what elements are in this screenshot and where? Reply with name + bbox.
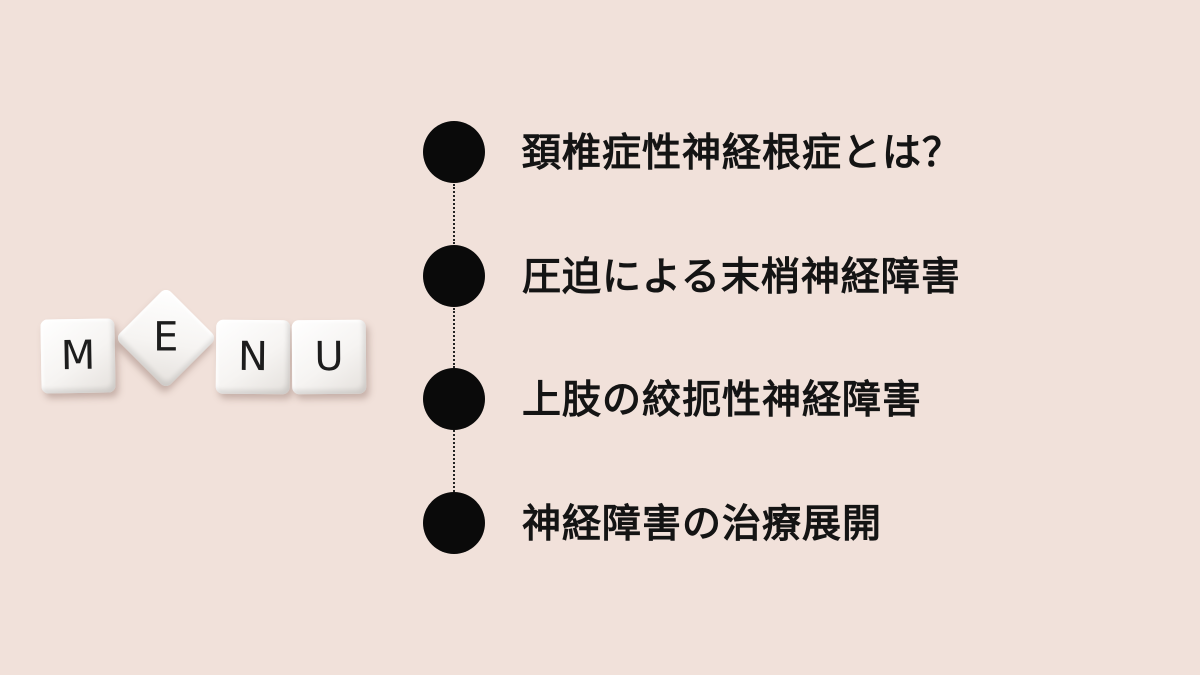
tile-letter: M <box>60 332 96 380</box>
timeline-dot <box>423 368 485 430</box>
timeline-dot <box>423 121 485 183</box>
tile-letter: N <box>237 333 269 381</box>
menu-tile-n: N <box>215 319 291 395</box>
menu-item-entrapment-neuropathy[interactable]: 上肢の絞扼性神経障害 <box>522 378 923 423</box>
menu-item-treatment[interactable]: 神経障害の治療展開 <box>522 502 883 547</box>
timeline-connector <box>453 184 455 244</box>
timeline-dot <box>423 492 485 554</box>
menu-item-compression-neuropathy[interactable]: 圧迫による末梢神経障害 <box>522 255 961 300</box>
menu-tile-e: E <box>115 287 217 389</box>
menu-item-cervical-radiculopathy[interactable]: 頚椎症性神経根症とは？ <box>522 131 963 176</box>
timeline-dot <box>423 245 485 307</box>
menu-tile-m: M <box>40 318 116 394</box>
timeline-connector <box>453 308 455 368</box>
tile-letter: U <box>314 333 344 381</box>
menu-tile-u: U <box>291 319 367 395</box>
tile-letter: E <box>153 315 179 361</box>
timeline-connector <box>453 430 455 492</box>
